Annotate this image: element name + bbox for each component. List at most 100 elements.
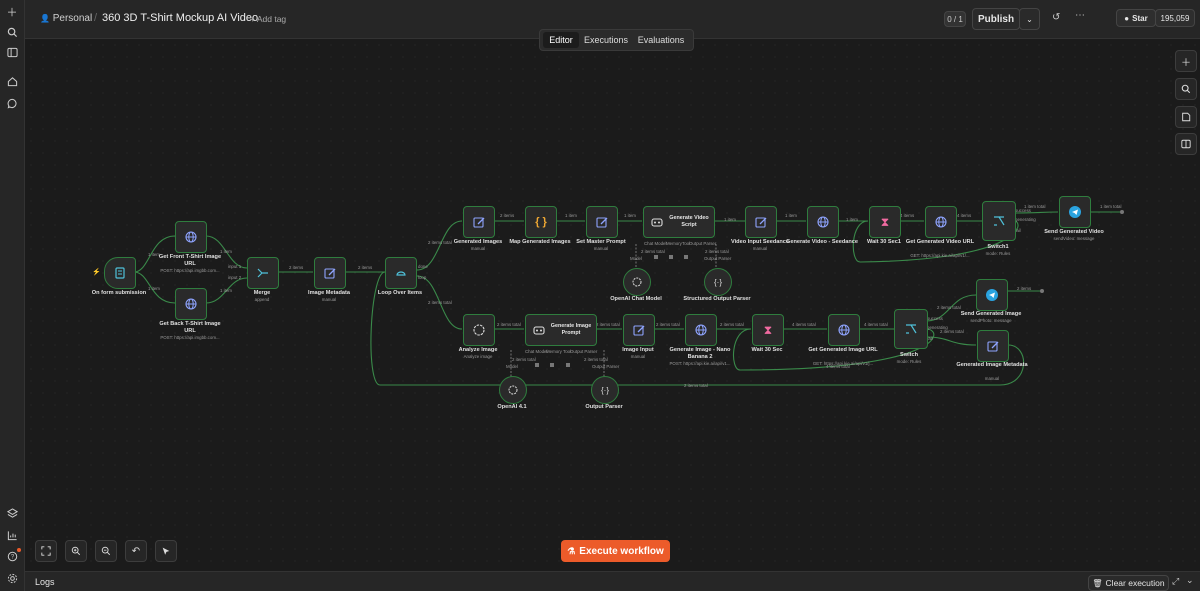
node-image-input[interactable] (623, 314, 655, 346)
node-openai-chat-model[interactable] (623, 268, 651, 296)
fit-view-button[interactable] (35, 540, 57, 562)
add-tag-button[interactable]: + Add tag (250, 14, 287, 24)
node-get-back-image[interactable] (175, 288, 207, 320)
add-node-button[interactable]: ＋ (1175, 50, 1197, 72)
edge-label: 1 item (565, 213, 577, 218)
clear-execution-button[interactable]: 🗑 Clear execution (1088, 575, 1169, 591)
edge-label: 2 items total (937, 305, 961, 310)
edge-label: 2 items (289, 265, 304, 270)
publish-dropdown-button[interactable]: ⌄ (1019, 8, 1040, 30)
node-get-generated-image-url[interactable] (828, 314, 860, 346)
edge-label: Model (630, 256, 642, 261)
edit-icon (987, 341, 999, 352)
github-star-count[interactable]: 195,059 (1155, 9, 1195, 27)
node-get-generated-video-url[interactable] (925, 206, 957, 238)
svg-text:?: ? (10, 554, 14, 560)
zoom-out-button[interactable] (95, 540, 117, 562)
node-generated-images[interactable] (463, 206, 495, 238)
note-icon (1182, 112, 1191, 122)
panel-icon[interactable] (4, 44, 20, 60)
node-set-master-prompt[interactable] (586, 206, 618, 238)
breadcrumb-project[interactable]: Personal (52, 13, 93, 24)
node-wait-30-sec[interactable]: ⧗ (752, 314, 784, 346)
node-switch1[interactable] (982, 201, 1016, 241)
edit-icon (473, 217, 485, 228)
logs-label[interactable]: Logs (35, 577, 55, 587)
execute-workflow-label: Execute workflow (579, 545, 664, 557)
breadcrumb[interactable]: 👤 Personal (40, 13, 92, 24)
globe-icon (817, 216, 829, 228)
search-nodes-button[interactable] (1175, 78, 1197, 100)
node-form-trigger[interactable] (104, 257, 136, 289)
node-switch[interactable] (894, 309, 928, 349)
sticky-note-button[interactable] (1175, 106, 1197, 128)
node-generate-image-prompt[interactable]: Generate Image Prompt (525, 314, 597, 346)
node-title: Get Generated Image URL (808, 347, 878, 353)
node-output-parser[interactable]: {·} (591, 376, 619, 404)
history-icon[interactable]: ↺ (1052, 12, 1061, 23)
node-generate-video-seedance[interactable] (807, 206, 839, 238)
node-video-input-seedance[interactable] (745, 206, 777, 238)
logs-bar[interactable] (25, 571, 1200, 591)
globe-icon (935, 216, 947, 228)
node-title: Set Master Prompt (576, 239, 626, 245)
more-options-icon[interactable]: ⋯ (1075, 10, 1085, 21)
expand-logs-icon[interactable]: ⤢ (1172, 576, 1180, 586)
edge-label: Output Parser (570, 349, 598, 354)
tab-executions[interactable]: Executions (583, 35, 629, 45)
search-icon[interactable] (4, 24, 20, 40)
github-icon: ● (1124, 13, 1130, 23)
toggle-panel-button[interactable] (1175, 133, 1197, 155)
node-subtitle: POST: https://api.imgbb.com... (160, 335, 220, 340)
templates-icon[interactable] (4, 505, 20, 521)
node-get-front-image[interactable] (175, 221, 207, 253)
settings-icon[interactable] (4, 570, 20, 586)
tab-editor[interactable]: Editor (543, 32, 579, 48)
execute-workflow-button[interactable]: ⚗ Execute workflow (561, 540, 670, 562)
node-map-generated-images[interactable]: { } (525, 206, 557, 238)
node-title: Output Parser (585, 404, 623, 410)
search-icon (1181, 84, 1191, 94)
workflow-name[interactable]: 360 3D T-Shirt Mockup AI Video (102, 12, 259, 24)
node-title: Image Metadata (308, 290, 350, 296)
node-title: Analyze Image (458, 347, 498, 353)
node-send-generated-image[interactable] (976, 279, 1008, 311)
edge-label: success (1015, 208, 1031, 213)
node-subtitle: Analyze image (463, 354, 493, 359)
edge-label: fail (927, 336, 933, 341)
user-icon: 👤 (40, 14, 50, 23)
node-loop-over-items[interactable] (385, 257, 417, 289)
edge-label: 2 items total (512, 357, 536, 362)
chat-icon[interactable] (4, 95, 20, 111)
node-title: Send Generated Video (1044, 229, 1104, 235)
node-wait-30-sec1[interactable]: ⧗ (869, 206, 901, 238)
plus-icon: ＋ (1181, 57, 1191, 69)
collapse-logs-icon[interactable]: ⌄ (1186, 575, 1194, 585)
plus-icon[interactable]: ＋ (6, 7, 18, 19)
undo-button[interactable]: ↶ (125, 540, 147, 562)
edge-label: generating (927, 325, 948, 330)
node-generate-image-nano[interactable] (685, 314, 717, 346)
node-merge[interactable] (247, 257, 279, 289)
node-image-metadata[interactable] (314, 257, 346, 289)
insights-icon[interactable] (4, 527, 20, 543)
edge-label: 2 items total (584, 357, 608, 362)
breadcrumb-separator: / (94, 12, 98, 24)
tidy-up-button[interactable] (155, 540, 177, 562)
node-generated-image-metadata[interactable] (977, 330, 1009, 362)
edge-label: Output Parser (689, 241, 717, 246)
chevron-down-icon: ⌄ (1026, 14, 1033, 24)
node-analyze-image[interactable] (463, 314, 495, 346)
robot-icon (650, 215, 664, 234)
node-generate-video-script[interactable]: Generate Video Script (643, 206, 715, 238)
edge-label: 2 items total (641, 249, 665, 254)
node-openai-4-1[interactable] (499, 376, 527, 404)
tab-evaluations[interactable]: Evaluations (637, 35, 685, 45)
node-structured-output-parser[interactable]: {·} (704, 268, 732, 296)
home-icon[interactable] (4, 73, 20, 89)
node-subtitle: manual (470, 246, 486, 251)
node-send-generated-video[interactable] (1059, 196, 1091, 228)
zoom-in-button[interactable] (65, 540, 87, 562)
help-icon[interactable]: ? (4, 548, 21, 564)
parser-icon: {·} (600, 385, 609, 395)
